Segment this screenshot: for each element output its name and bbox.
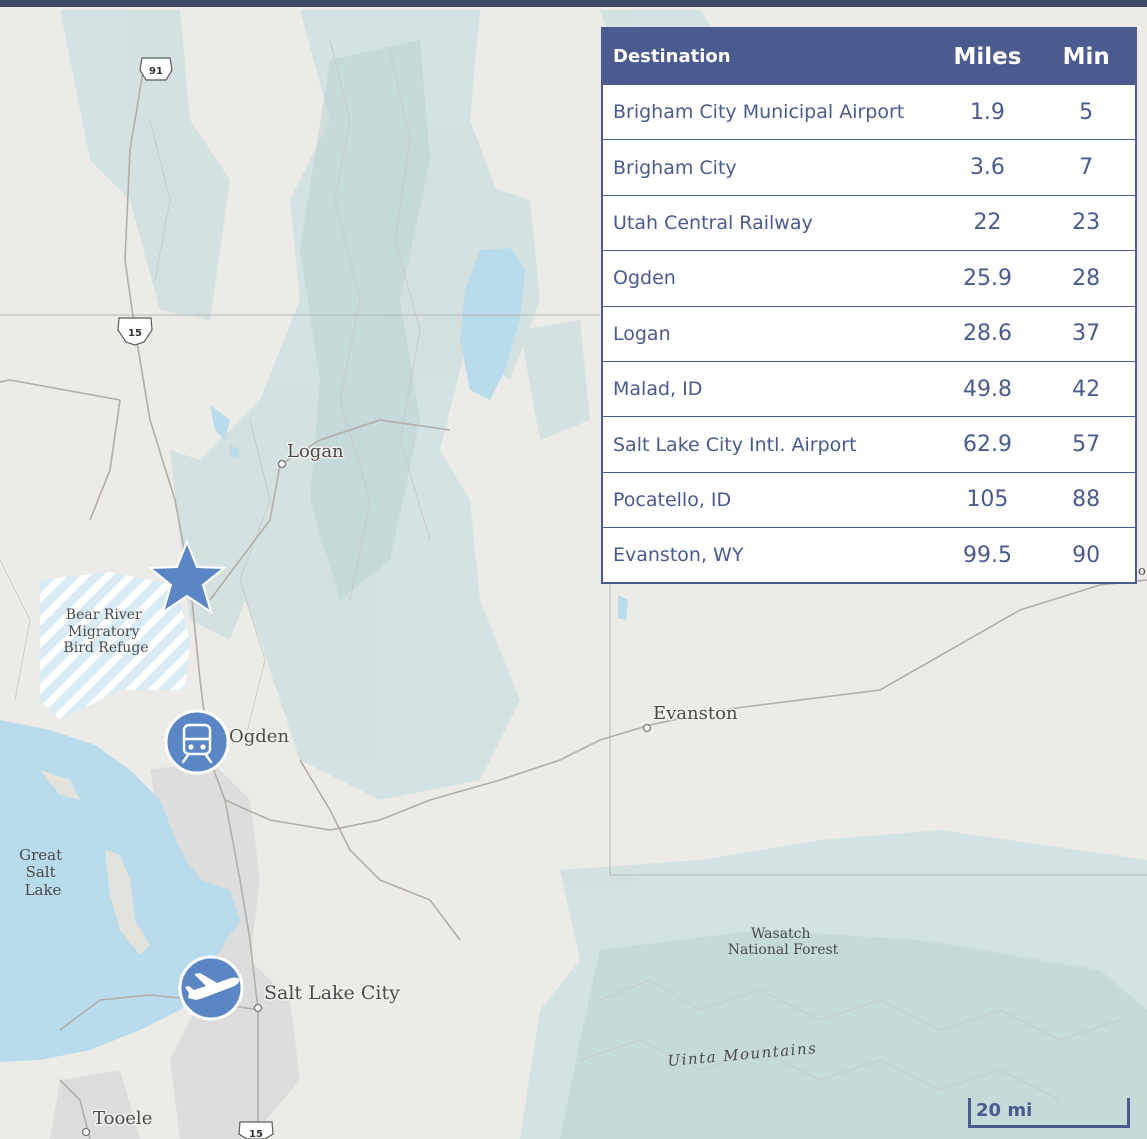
svg-text:Salt Lake City: Salt Lake City xyxy=(264,982,400,1004)
cell-miles: 28.6 xyxy=(937,305,1038,362)
i-15-shield-north: 15 xyxy=(117,317,153,346)
label-logan: Logan xyxy=(287,441,344,462)
cell-destination: Evanston, WY xyxy=(603,527,938,582)
cell-minutes: 37 xyxy=(1037,305,1135,362)
table-header-row: Destination Miles Min xyxy=(603,29,1135,85)
label-tooele: Tooele xyxy=(93,1108,152,1129)
header-destination: Destination xyxy=(603,29,938,85)
us-91-shield: 91 xyxy=(139,57,173,81)
urban-areas xyxy=(50,760,300,1139)
cell-miles: 3.6 xyxy=(937,139,1038,196)
table-row: Salt Lake City Intl. Airport 62.9 57 xyxy=(603,416,1135,473)
cell-minutes: 42 xyxy=(1037,360,1135,417)
cell-minutes: 7 xyxy=(1037,139,1135,196)
roads xyxy=(0,59,1147,1139)
cell-minutes: 88 xyxy=(1037,471,1135,528)
label-great-salt-lake: Great Salt Lake xyxy=(19,846,67,899)
cell-destination: Salt Lake City Intl. Airport xyxy=(603,416,938,473)
rail-marker[interactable] xyxy=(164,709,230,775)
cell-miles: 22 xyxy=(937,194,1038,251)
cell-minutes: 57 xyxy=(1037,416,1135,473)
scale-tick-left xyxy=(968,1098,971,1128)
svg-text:15: 15 xyxy=(249,1129,263,1139)
label-salt-lake-city: Salt Lake City xyxy=(264,982,400,1004)
header-miles: Miles xyxy=(937,29,1038,85)
label-bear-river-refuge: Bear River Migratory Bird Refuge xyxy=(63,607,148,656)
header-min: Min xyxy=(1037,29,1135,85)
svg-text:Evanston: Evanston xyxy=(653,703,738,724)
antelope-island xyxy=(105,850,150,955)
cell-minutes: 5 xyxy=(1037,83,1135,140)
svg-text:15: 15 xyxy=(128,328,142,339)
cell-miles: 49.8 xyxy=(937,360,1038,417)
train-icon xyxy=(181,723,213,764)
cell-destination: Brigham City xyxy=(603,139,938,196)
reservoirs xyxy=(210,405,628,620)
cell-destination: Brigham City Municipal Airport xyxy=(603,83,938,140)
cell-minutes: 23 xyxy=(1037,194,1135,251)
place-labels: Logan Logan Ogden Ogden Evanston Evansto… xyxy=(19,440,1146,1131)
cell-destination: Pocatello, ID xyxy=(603,471,938,528)
cell-destination: Malad, ID xyxy=(603,360,938,417)
table-row: Utah Central Railway 22 23 xyxy=(603,194,1135,251)
bear-river-refuge xyxy=(40,572,190,720)
table-row: Logan 28.6 37 xyxy=(603,305,1135,362)
forest-dark-zones xyxy=(300,40,1147,1139)
lake-peninsula xyxy=(40,770,80,800)
label-edge-fragment: o xyxy=(1138,564,1146,579)
svg-text:Tooele: Tooele xyxy=(93,1108,152,1129)
site-star-marker[interactable] xyxy=(147,539,227,615)
table-row: Brigham City 3.6 7 xyxy=(603,139,1135,196)
destination-table-panel: Destination Miles Min Brigham City Munic… xyxy=(601,27,1137,584)
i-15-shield-south: 15 xyxy=(238,1121,274,1139)
cell-miles: 62.9 xyxy=(937,416,1038,473)
svg-text:Logan: Logan xyxy=(287,441,344,462)
label-ogden: Ogden xyxy=(229,726,289,747)
airplane-icon xyxy=(185,973,240,1000)
cell-miles: 1.9 xyxy=(937,83,1038,140)
scale-tick-right xyxy=(1127,1098,1130,1128)
cell-miles: 25.9 xyxy=(937,250,1038,307)
cell-destination: Ogden xyxy=(603,250,938,307)
cell-destination: Utah Central Railway xyxy=(603,194,938,251)
relief-texture xyxy=(0,39,1121,1101)
destination-table: Destination Miles Min Brigham City Munic… xyxy=(603,29,1135,582)
table-row: Evanston, WY 99.5 90 xyxy=(603,527,1135,582)
top-bar xyxy=(0,0,1147,7)
cell-miles: 99.5 xyxy=(937,527,1038,582)
airport-marker[interactable] xyxy=(178,955,244,1021)
table-row: Brigham City Municipal Airport 1.9 5 xyxy=(603,83,1135,140)
label-evanston: Evanston xyxy=(653,703,738,724)
star-icon xyxy=(147,539,227,615)
svg-text:Ogden: Ogden xyxy=(229,726,289,747)
label-wasatch-forest: Wasatch National Forest xyxy=(728,926,839,958)
scale-label: 20 mi xyxy=(976,1100,1033,1121)
table-row: Ogden 25.9 28 xyxy=(603,250,1135,307)
cell-minutes: 90 xyxy=(1037,527,1135,582)
scale-line xyxy=(968,1125,1130,1128)
cell-miles: 105 xyxy=(937,471,1038,528)
city-dots xyxy=(81,459,652,1137)
cell-minutes: 28 xyxy=(1037,250,1135,307)
svg-text:91: 91 xyxy=(149,66,163,77)
bear-lake xyxy=(460,248,525,400)
table-row: Malad, ID 49.8 42 xyxy=(603,360,1135,417)
table-row: Pocatello, ID 105 88 xyxy=(603,471,1135,528)
scale-bar: 20 mi xyxy=(968,1098,1130,1128)
cell-destination: Logan xyxy=(603,305,938,362)
